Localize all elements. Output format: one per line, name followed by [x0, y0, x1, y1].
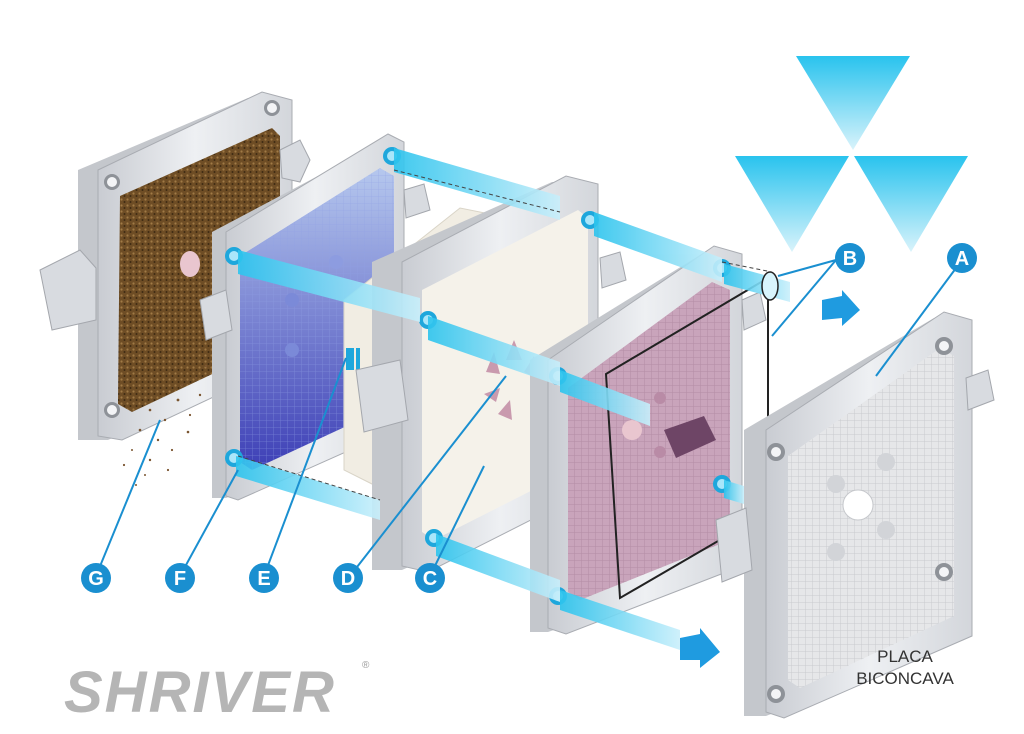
callout-letter: B — [843, 248, 857, 270]
plate-mauve — [530, 245, 769, 635]
caption-line-2: BICONCAVA — [856, 669, 954, 688]
callout-letter: C — [423, 568, 437, 590]
guide-lines — [237, 169, 773, 501]
flow-arrow-icon — [680, 290, 860, 668]
callout-C: C — [415, 563, 445, 593]
logo-text: SHRIVER — [64, 660, 336, 725]
brand-logo: SHRIVER ® — [64, 660, 370, 725]
callout-letter: D — [341, 568, 355, 590]
callout-A: A — [947, 243, 977, 273]
flow-channels — [236, 148, 790, 650]
callout-B: B — [835, 243, 865, 273]
callout-letter: F — [174, 568, 186, 590]
callout-G: G — [81, 563, 111, 593]
inlet-ring — [761, 271, 779, 301]
callout-letter: E — [257, 568, 270, 590]
callout-E: E — [249, 563, 279, 593]
callout-letter: G — [88, 568, 104, 590]
plate-biconcave — [715, 311, 995, 719]
callout-F: F — [165, 563, 195, 593]
caption-line-1: PLACA — [877, 647, 933, 666]
logo-registered-mark: ® — [362, 660, 370, 671]
callout-leaders — [95, 259, 963, 577]
callout-letter: A — [955, 248, 969, 270]
falling-cake-particles — [122, 364, 208, 486]
triangle-logo-icon — [735, 56, 968, 252]
callout-D: D — [333, 563, 363, 593]
